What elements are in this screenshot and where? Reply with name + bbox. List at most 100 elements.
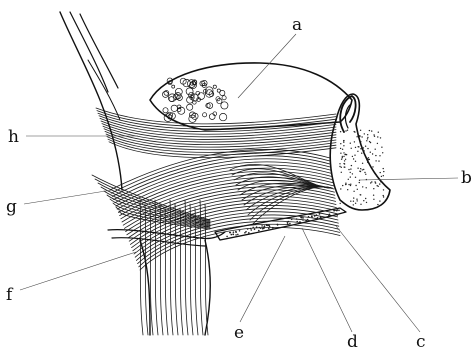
- stipple-dot: [359, 136, 360, 137]
- stipple-dot: [360, 130, 361, 131]
- stipple-dot: [355, 203, 356, 204]
- stipple-dot: [339, 163, 340, 164]
- stipple-dot: [355, 161, 356, 162]
- texture-bubble: [217, 89, 220, 92]
- stipple-dot: [360, 148, 361, 149]
- stipple-dot: [353, 158, 354, 159]
- label-h: h: [8, 127, 19, 147]
- stipple-dot: [348, 184, 349, 185]
- label-a: a: [292, 15, 302, 35]
- stipple-dot: [350, 143, 351, 144]
- stipple-dot: [345, 154, 346, 155]
- stipple-dot: [350, 185, 351, 186]
- stipple-dot: [372, 166, 373, 167]
- texture-bubble: [209, 114, 215, 120]
- stipple-dot: [353, 201, 354, 202]
- stipple-dot: [351, 148, 352, 149]
- stipple-dot: [383, 168, 384, 169]
- stipple-dot: [360, 204, 361, 205]
- stipple-dot: [377, 136, 378, 137]
- stipple-dot: [373, 188, 374, 189]
- stipple-dot: [380, 172, 381, 173]
- stipple-dot: [373, 134, 374, 135]
- stipple-dot: [354, 141, 355, 142]
- stipple-dot: [366, 140, 367, 141]
- stipple-dot: [343, 140, 344, 141]
- fibre-line: [136, 218, 338, 260]
- stipple-dot: [374, 136, 375, 137]
- texture-bubble: [171, 105, 177, 111]
- stipple-dot: [344, 160, 345, 161]
- ledge-dot: [320, 217, 322, 219]
- stipple-dot: [347, 189, 348, 190]
- stipple-dot: [356, 136, 357, 137]
- stipple-dot: [379, 183, 380, 184]
- stipple-dot: [354, 155, 355, 156]
- label-b: b: [461, 168, 472, 188]
- stipple-dot: [347, 130, 348, 131]
- stipple-dot: [343, 152, 344, 153]
- texture-bubble: [178, 107, 185, 114]
- stipple-dot: [358, 146, 359, 147]
- texture-bubble: [162, 91, 168, 97]
- stipple-dot: [376, 175, 377, 176]
- stipple-dot: [360, 141, 361, 142]
- stipple-dot: [381, 176, 382, 177]
- stipple-dot: [379, 200, 380, 201]
- stipple-dot: [374, 181, 375, 182]
- stipple-dot: [362, 186, 363, 187]
- stipple-dot: [340, 188, 341, 189]
- ledge-dot: [338, 210, 340, 212]
- stipple-dot: [361, 153, 362, 154]
- stipple-dot: [343, 145, 344, 146]
- stipple-dot: [341, 159, 342, 160]
- ledge-dot: [233, 234, 235, 236]
- texture-bubble: [203, 113, 207, 117]
- stipple-dot: [363, 169, 364, 170]
- stipple-dot: [375, 155, 376, 156]
- stipple-dot: [371, 130, 372, 131]
- ledge-dot: [289, 223, 291, 225]
- stipple-dot: [350, 168, 351, 169]
- label-e: e: [234, 323, 244, 343]
- stipple-dot: [356, 199, 357, 200]
- ledge-dot: [233, 231, 235, 233]
- texture-bubble: [206, 103, 210, 107]
- stipple-dot: [357, 151, 358, 152]
- stipple-dot: [372, 153, 373, 154]
- texture-bubble: [187, 104, 193, 110]
- stipple-dot: [343, 163, 344, 164]
- stipple-dot: [364, 150, 365, 151]
- stipple-dot: [342, 156, 343, 157]
- stipple-dot: [383, 171, 384, 172]
- stipple-dot: [362, 169, 363, 170]
- fibre-line: [160, 204, 163, 335]
- stipple-dot: [340, 203, 341, 204]
- ledge-dot: [300, 217, 302, 219]
- stipple-dot: [373, 199, 374, 200]
- stipple-dot: [357, 189, 358, 190]
- ledge-dot: [254, 229, 256, 231]
- stipple-dot: [341, 172, 342, 173]
- texture-bubble: [172, 85, 175, 88]
- ledge-dot: [248, 232, 250, 234]
- upper-dome-structure: [150, 63, 352, 130]
- right-chamber: [330, 94, 390, 210]
- ledge-dot: [258, 230, 260, 232]
- stipple-dot: [382, 152, 383, 153]
- stipple-dot: [352, 173, 353, 174]
- ledge-dot: [235, 234, 237, 236]
- stipple-dot: [365, 198, 366, 199]
- stipple-dot: [343, 142, 344, 143]
- fibre-line: [96, 108, 336, 124]
- stipple-dot: [379, 155, 380, 156]
- stipple-dot: [340, 143, 341, 144]
- stipple-dot: [369, 130, 370, 131]
- fibre-bundles: [92, 108, 340, 335]
- stipple-dot: [377, 204, 378, 205]
- stipple-dot: [383, 195, 384, 196]
- stipple-dot: [342, 185, 343, 186]
- texture-bubble: [219, 113, 226, 120]
- stipple-dot: [375, 160, 376, 161]
- ledge-dot: [237, 234, 239, 236]
